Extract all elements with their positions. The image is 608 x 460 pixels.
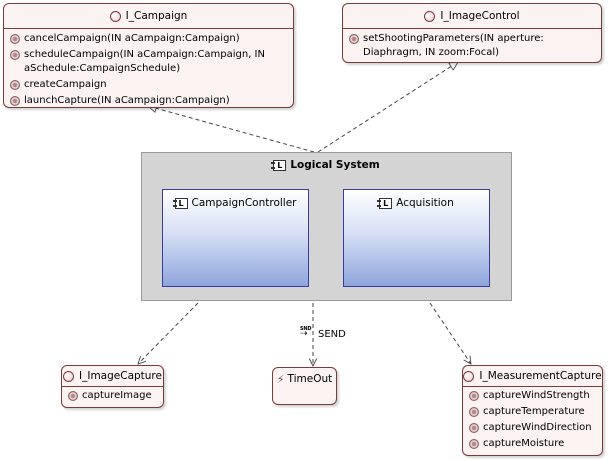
operation-icon	[469, 407, 479, 417]
component-label: CampaignController	[191, 197, 297, 209]
interface-header: I_Campaign	[4, 4, 293, 29]
operation-label: cancelCampaign(IN aCampaign:Campaign)	[24, 33, 240, 44]
arrow-right-icon: ⇢	[300, 329, 308, 339]
operation-icon	[10, 96, 20, 106]
interface-name: I_Campaign	[125, 10, 188, 22]
operation-label: launchCapture(IN aCampaign:Campaign)	[24, 95, 230, 106]
exception-header: ⚡ TimeOut	[273, 368, 336, 390]
operation-item[interactable]: launchCapture(IN aCampaign:Campaign)	[10, 94, 289, 108]
operation-item[interactable]: createCampaign	[10, 78, 289, 92]
lightning-icon: ⚡	[276, 372, 285, 386]
component-title: L Acquisition	[344, 197, 489, 209]
operation-icon	[10, 50, 20, 60]
send-icon: SND ⇢	[300, 326, 315, 340]
component-acquisition[interactable]: L Acquisition	[343, 189, 490, 287]
realization-image-control	[317, 62, 458, 153]
operation-item[interactable]: captureImage	[68, 389, 159, 403]
operation-list: setShootingParameters(IN aperture: Diaph…	[343, 29, 601, 64]
operation-label: scheduleCampaign(IN aCampaign:Campaign, …	[24, 49, 265, 74]
operation-label: createCampaign	[24, 79, 107, 90]
interface-i-campaign[interactable]: I_Campaign cancelCampaign(IN aCampaign:C…	[3, 3, 294, 108]
interface-circle-icon	[463, 370, 475, 382]
realization-campaign	[148, 106, 315, 153]
operation-item[interactable]: captureWindStrength	[469, 389, 598, 403]
operation-icon	[10, 80, 20, 90]
operation-list: captureWindStrength captureTemperature c…	[463, 387, 602, 455]
operation-item[interactable]: scheduleCampaign(IN aCampaign:Campaign, …	[10, 48, 280, 76]
operation-icon	[469, 439, 479, 449]
component-label: Acquisition	[396, 197, 454, 209]
interface-header: I_ImageControl	[343, 4, 601, 29]
operation-label: captureWindStrength	[483, 390, 590, 401]
interface-circle-icon	[424, 10, 436, 22]
interface-i-image-capture[interactable]: I_ImageCapture captureImage	[61, 365, 164, 408]
operation-icon	[10, 34, 20, 44]
component-campaign-controller[interactable]: L CampaignController	[162, 189, 309, 287]
operation-icon	[349, 34, 359, 44]
exception-timeout[interactable]: ⚡ TimeOut	[272, 367, 337, 405]
interface-name: I_ImageCapture	[79, 370, 162, 382]
operation-item[interactable]: captureMoisture	[469, 437, 598, 451]
component-icon: L	[377, 197, 393, 209]
logical-system-component[interactable]: L Logical System L CampaignController L …	[141, 152, 512, 301]
logical-system-label: Logical System	[290, 159, 380, 171]
component-title: L CampaignController	[163, 197, 308, 209]
operation-item[interactable]: captureTemperature	[469, 405, 598, 419]
operation-list: captureImage	[62, 387, 163, 407]
component-icon: L	[172, 197, 188, 209]
interface-header: I_MeasurementCapture	[463, 366, 602, 387]
interface-header: I_ImageCapture	[62, 366, 163, 387]
operation-item[interactable]: captureWindDirection	[469, 421, 598, 435]
component-icon: L	[271, 159, 287, 171]
operation-icon	[68, 391, 78, 401]
logical-system-title: L Logical System	[142, 159, 511, 171]
interface-i-measurement-capture[interactable]: I_MeasurementCapture captureWindStrength…	[462, 365, 603, 456]
send-label: SEND	[318, 329, 346, 340]
operation-item[interactable]: setShootingParameters(IN aperture: Diaph…	[349, 32, 574, 60]
interface-circle-icon	[63, 370, 74, 382]
operation-label: setShootingParameters(IN aperture: Diaph…	[363, 33, 544, 58]
operation-label: captureTemperature	[483, 406, 585, 417]
operation-list: cancelCampaign(IN aCampaign:Campaign) sc…	[4, 29, 293, 112]
interface-name: I_ImageControl	[440, 10, 520, 22]
exception-name: TimeOut	[287, 373, 333, 385]
dependency-measurement	[429, 302, 471, 364]
operation-icon	[469, 423, 479, 433]
interface-circle-icon	[109, 10, 121, 22]
operation-item[interactable]: cancelCampaign(IN aCampaign:Campaign)	[10, 32, 289, 46]
operation-icon	[469, 391, 479, 401]
operation-label: captureWindDirection	[483, 422, 592, 433]
interface-name: I_MeasurementCapture	[479, 370, 602, 382]
dependency-image-capture	[138, 302, 199, 364]
operation-label: captureImage	[82, 390, 152, 401]
operation-label: captureMoisture	[483, 438, 565, 449]
send-icon-text: SND	[300, 326, 312, 332]
interface-i-image-control[interactable]: I_ImageControl setShootingParameters(IN …	[342, 3, 602, 63]
